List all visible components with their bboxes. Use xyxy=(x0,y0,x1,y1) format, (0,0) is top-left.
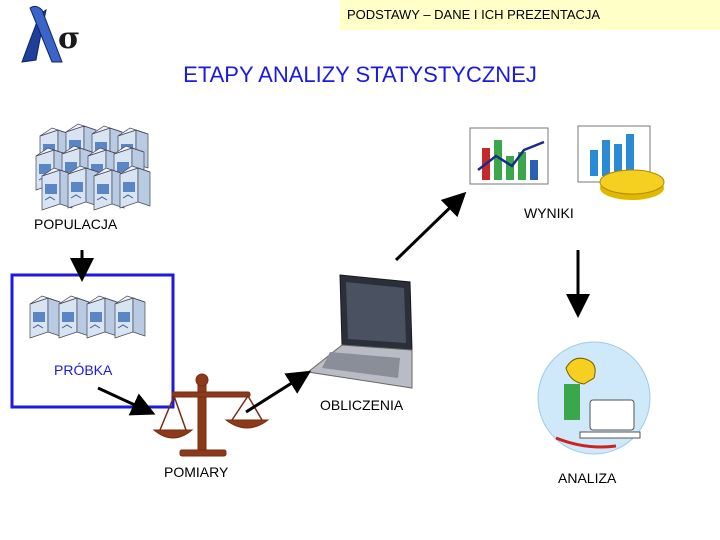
label-analysis: ANALIZA xyxy=(558,470,616,486)
population-cartons-icon xyxy=(36,124,150,210)
scales-icon xyxy=(154,374,268,456)
label-measurements: POMIARY xyxy=(164,464,228,480)
arrow-calculations-to-results xyxy=(396,196,462,260)
sample-frame xyxy=(12,275,173,407)
logo-lambda-sigma: σ xyxy=(22,6,80,62)
label-calculations: OBLICZENIA xyxy=(320,397,403,413)
label-sample: PRÓBKA xyxy=(54,362,112,378)
pie-bar-chart-icon xyxy=(578,126,664,200)
bar-line-chart-icon xyxy=(470,128,548,184)
svg-text:σ: σ xyxy=(58,21,80,56)
laptop-icon xyxy=(308,275,412,388)
person-at-computer-icon xyxy=(538,342,650,454)
label-results: WYNIKI xyxy=(524,205,574,221)
sample-cartons-icon xyxy=(30,296,145,338)
arrow-measurements-to-calculations xyxy=(246,374,306,412)
label-population: POPULACJA xyxy=(34,216,117,232)
